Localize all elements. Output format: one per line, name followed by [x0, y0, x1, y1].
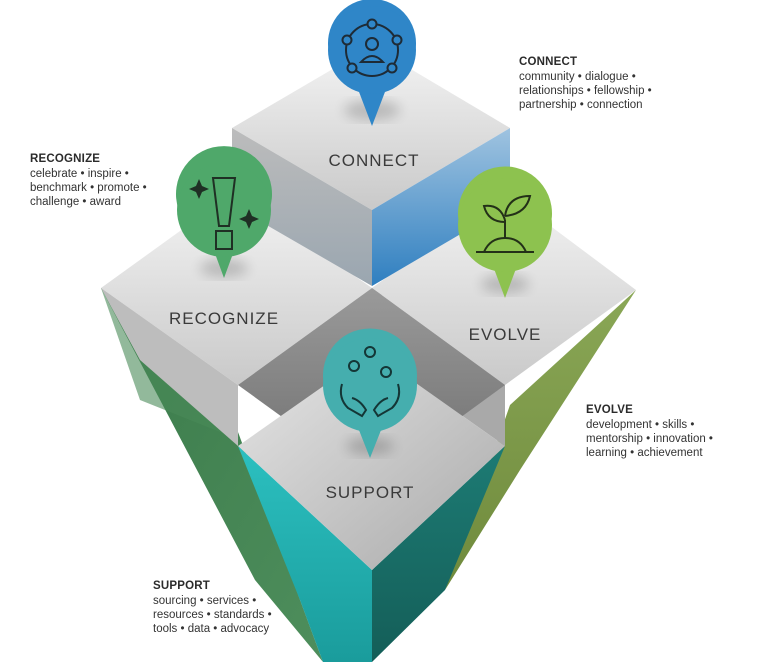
- support-callout-line: tools • data • advocacy: [153, 623, 270, 635]
- connect-callout-line: partnership • connection: [519, 99, 643, 111]
- connect-callout-line: relationships • fellowship •: [519, 85, 652, 97]
- evolve-face-label: EVOLVE: [469, 325, 542, 344]
- support-callout-title: SUPPORT: [153, 580, 210, 592]
- connect-left-face: [232, 128, 372, 286]
- support-callout: SUPPORT sourcing • services • resources …: [153, 579, 272, 636]
- support-left-side: [238, 446, 372, 662]
- recognize-top-face: [101, 192, 372, 385]
- connect-top-face: [232, 46, 510, 210]
- support-pin: [323, 328, 417, 458]
- hands-juggling-icon: [339, 346, 401, 418]
- recognize-pin: [176, 146, 272, 278]
- connect-face-label: CONNECT: [328, 151, 419, 170]
- connect-callout-line: community • dialogue •: [519, 71, 636, 83]
- sprout-icon: [476, 194, 534, 253]
- recognize-callout-line: benchmark • promote •: [30, 182, 147, 194]
- support-top-face: [238, 352, 505, 570]
- recognize-callout-line: challenge • award: [30, 196, 121, 208]
- evolve-callout-line: development • skills •: [586, 419, 695, 431]
- recognize-callout-line: celebrate • inspire •: [30, 168, 129, 180]
- exclamation-sparkle-icon: [189, 177, 259, 250]
- network-person-icon: [341, 18, 403, 77]
- support-callout-line: resources • standards •: [153, 609, 272, 621]
- recognize-front-shadow: [101, 288, 238, 446]
- support-right-side: [372, 446, 505, 662]
- connect-right-face: [372, 128, 510, 286]
- evolve-callout-line: learning • achievement: [586, 447, 703, 459]
- recognize-face-label: RECOGNIZE: [169, 309, 279, 328]
- evolve-callout-line: mentorship • innovation •: [586, 433, 713, 445]
- evolve-pin: [457, 166, 552, 298]
- recognize-callout-title: RECOGNIZE: [30, 153, 101, 165]
- connect-callout-title: CONNECT: [519, 56, 578, 68]
- support-callout-line: sourcing • services •: [153, 595, 257, 607]
- evolve-callout: EVOLVE development • skills • mentorship…: [586, 403, 713, 460]
- recognize-callout: RECOGNIZE celebrate • inspire • benchmar…: [30, 152, 147, 209]
- connect-callout: CONNECT community • dialogue • relations…: [519, 55, 652, 112]
- support-face-label: SUPPORT: [326, 483, 415, 502]
- evolve-callout-title: EVOLVE: [586, 404, 633, 416]
- connect-pin: [328, 0, 416, 126]
